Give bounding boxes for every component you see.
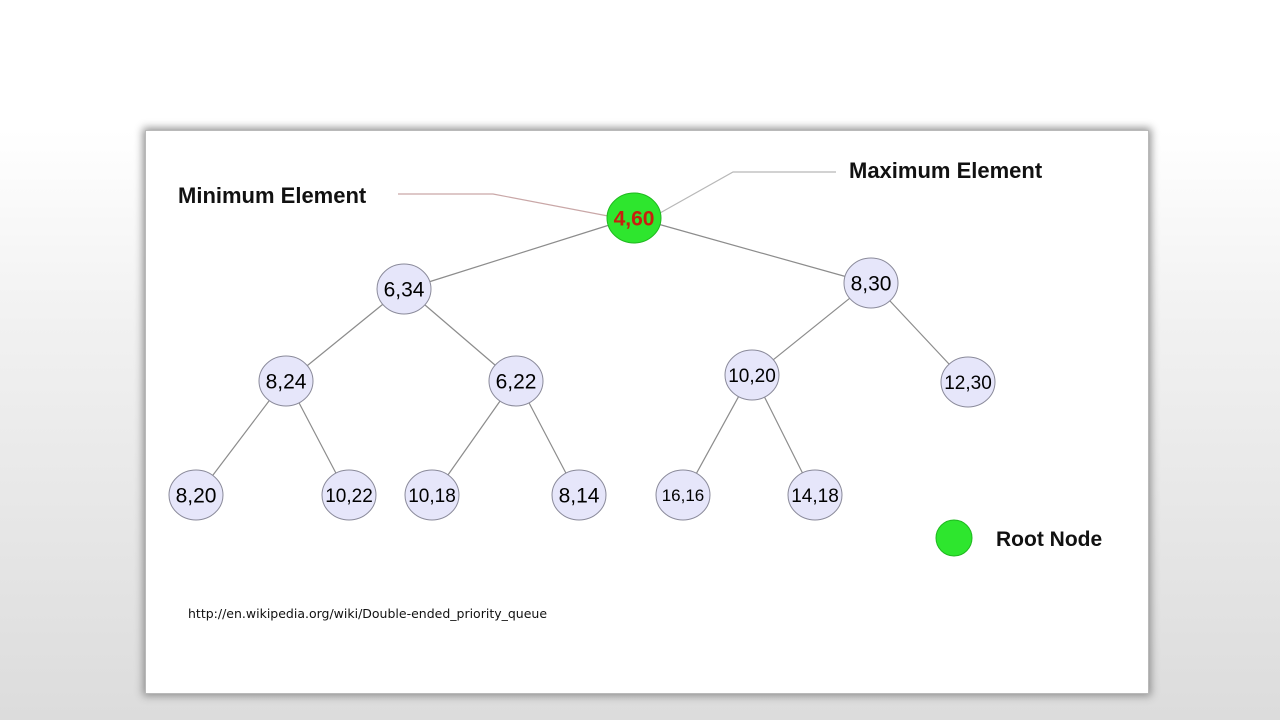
node-circle [168,469,224,521]
node-circle [404,469,460,521]
tree-node: 8,20 [168,469,224,521]
node-circle [258,355,314,407]
node-label: 6,22 [496,371,537,394]
tree-node: 8,30 [843,257,899,309]
node-label: 12,30 [944,373,992,394]
tree-node: 8,14 [551,469,607,521]
minimum-element-leader-line [398,193,609,217]
node-circle [787,469,843,521]
tree-node: 10,22 [321,469,377,521]
node-circle [655,469,711,521]
node-label: 14,18 [791,486,839,507]
root-node: 4,60 [606,192,662,244]
node-label: 8,14 [559,485,600,508]
node-circle [321,469,377,521]
tree-node: 8,24 [258,355,314,407]
tree-node: 12,30 [940,356,996,408]
edge-root-n2 [659,224,846,277]
legend: Root Node [935,519,1102,557]
tree-nodes: 4,60 6,34 8,30 8,24 6,22 10,20 12,30 8,20 10,22 1… [168,192,996,521]
node-label: 6,34 [384,279,425,302]
node-label: 10,22 [325,486,373,507]
node-circle [488,355,544,407]
maximum-element-label: Maximum Element [849,158,1043,183]
edge-n5-n11 [695,396,740,474]
node-label: 16,16 [662,486,705,505]
node-circle [551,469,607,521]
tree-node: 10,18 [404,469,460,521]
root-node-legend-label: Root Node [996,528,1102,551]
source-url[interactable]: http://en.wikipedia.org/wiki/Double-ende… [188,606,547,621]
edge-n2-n5 [772,297,851,361]
node-label: 10,18 [408,486,456,507]
root-node-circle [606,192,662,244]
edge-root-n1 [429,224,609,283]
node-label: 8,20 [176,485,217,508]
maximum-element-leader-line [659,171,836,214]
tree-node: 14,18 [787,469,843,521]
edge-n3-n8 [298,402,337,474]
root-node-label: 4,60 [614,208,655,231]
node-circle [724,349,780,401]
tree-node: 16,16 [655,469,711,521]
node-circle [843,257,899,309]
edge-n4-n9 [447,400,501,476]
node-circle [940,356,996,408]
tree-node: 10,20 [724,349,780,401]
tree-edges [212,224,950,476]
edge-n3-n7 [212,400,270,476]
tree-node: 6,34 [376,263,432,315]
node-label: 8,30 [851,273,892,296]
edge-n5-n12 [764,396,803,474]
root-node-legend-swatch [935,519,973,557]
node-label: 8,24 [266,371,307,394]
edge-n4-n10 [528,402,567,474]
edge-n1-n4 [424,304,496,366]
tree-node: 6,22 [488,355,544,407]
node-circle [376,263,432,315]
edge-n1-n3 [306,303,384,367]
edge-n2-n6 [889,300,950,365]
minimum-element-label: Minimum Element [178,183,367,208]
node-label: 10,20 [728,366,776,387]
